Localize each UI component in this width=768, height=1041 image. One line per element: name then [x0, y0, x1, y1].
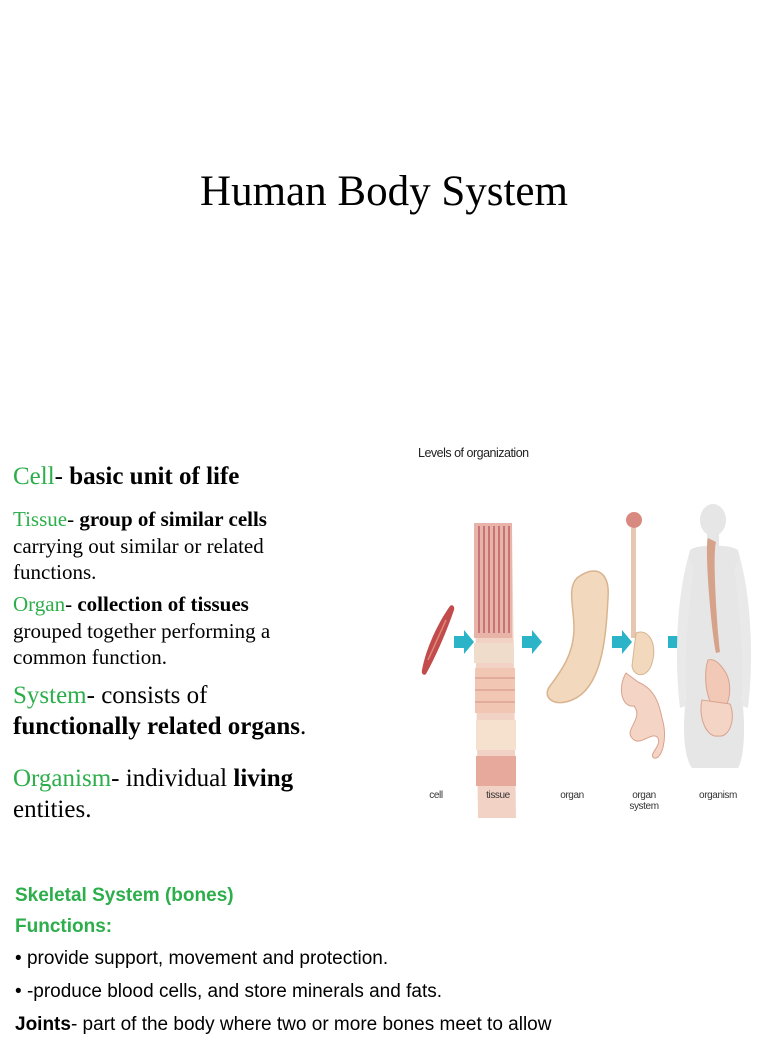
- joints-term: Joints: [15, 1014, 71, 1035]
- definition-line: carrying out similar or related: [13, 533, 264, 558]
- term-organism: Organism: [13, 765, 112, 792]
- joints-definition: Joints- part of the body where two or mo…: [15, 1008, 755, 1041]
- organism-image: [676, 504, 752, 768]
- list-item: • provide support, movement and protecti…: [15, 942, 755, 975]
- definition-line: grouped together performing a: [13, 618, 271, 643]
- definition-text: basic unit of life: [69, 463, 240, 490]
- definition-line: entities.: [13, 796, 92, 823]
- definition-cell: Cell- basic unit of life: [13, 461, 403, 493]
- tissue-image: [474, 523, 516, 818]
- term-tissue: Tissue: [13, 507, 68, 531]
- functions-heading: Functions:: [15, 916, 113, 937]
- list-item: • -produce blood cells, and store minera…: [15, 975, 755, 1008]
- definition-text: - consists of: [86, 682, 208, 709]
- definition-line: common function.: [13, 645, 167, 669]
- label-organism: organism: [699, 790, 737, 801]
- definition-text-bold: functionally related organs: [13, 713, 301, 740]
- separator: -: [65, 592, 78, 616]
- term-cell: Cell: [13, 463, 55, 490]
- definition-system: System- consists of functionally related …: [13, 680, 403, 742]
- skeletal-heading: Skeletal System (bones): [15, 885, 234, 906]
- term-organ: Organ: [13, 592, 66, 616]
- label-organ-system-line1: organ: [632, 790, 656, 801]
- term-system: System: [13, 682, 87, 709]
- organ-system-image: [620, 512, 665, 759]
- list-item-text: provide support, movement and protection…: [26, 948, 389, 969]
- definition-text: - individual: [111, 765, 234, 792]
- label-organ: organ: [560, 790, 584, 801]
- label-tissue: tissue: [486, 790, 510, 801]
- bullet-glyph: •: [15, 981, 22, 1002]
- period: .: [300, 713, 307, 740]
- separator: -: [54, 463, 70, 490]
- definition-text: collection of tissues: [77, 592, 249, 616]
- levels-of-organization-figure: Levels of organization: [412, 438, 762, 828]
- list-item-text: -produce blood cells, and store minerals…: [26, 981, 442, 1002]
- bullet-glyph: •: [15, 948, 22, 969]
- definition-text-bold: living: [233, 765, 294, 792]
- joints-text: - part of the body where two or more bon…: [70, 1014, 552, 1035]
- definition-text: group of similar cells: [79, 507, 267, 531]
- separator: -: [67, 507, 80, 531]
- label-organ-system-line2: system: [629, 801, 659, 812]
- label-cell: cell: [429, 790, 443, 801]
- skeletal-system-section: Skeletal System (bones) Functions: • pro…: [15, 880, 755, 1041]
- figure-title: Levels of organization: [418, 446, 529, 460]
- definition-organism: Organism- individual living entities.: [13, 763, 403, 825]
- stomach-image: [546, 570, 609, 704]
- muscle-cell-image: [421, 605, 455, 675]
- slide-title: Human Body System: [200, 168, 568, 215]
- figure-illustration: [421, 504, 752, 818]
- definition-line: functions.: [13, 560, 97, 584]
